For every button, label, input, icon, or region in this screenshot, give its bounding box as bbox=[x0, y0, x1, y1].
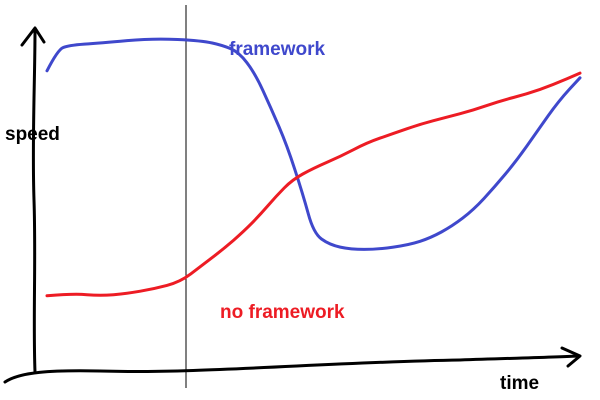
x-axis bbox=[3, 354, 580, 384]
y-axis bbox=[31, 28, 37, 374]
x-axis-arrowhead bbox=[560, 346, 582, 368]
series-label-framework: framework bbox=[229, 39, 326, 60]
y-axis-label: speed bbox=[5, 124, 60, 145]
series-layer bbox=[45, 37, 582, 298]
y-axis-arrowhead bbox=[20, 26, 46, 47]
series-label-no-framework: no framework bbox=[220, 302, 345, 323]
series-line-no-framework bbox=[45, 71, 582, 298]
series-line-framework bbox=[45, 37, 582, 251]
x-axis-label: time bbox=[500, 373, 539, 394]
